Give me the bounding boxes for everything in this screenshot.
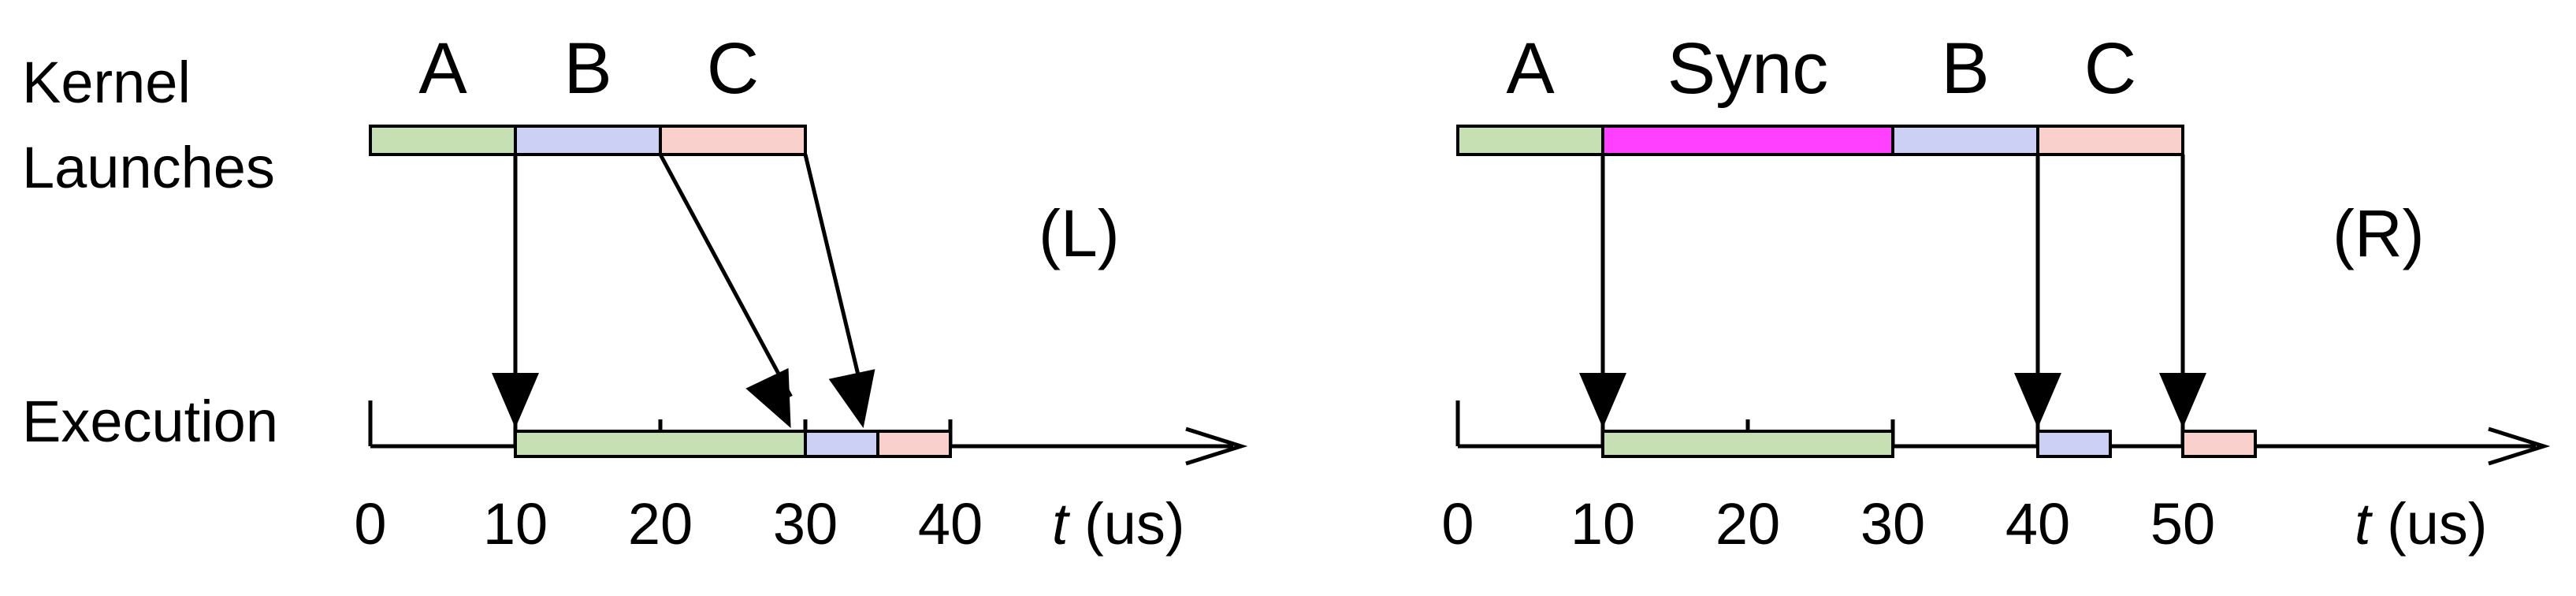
- launch-label-a: A: [418, 28, 467, 109]
- tick-label: 40: [2005, 491, 2070, 557]
- launch-label-c: C: [2084, 28, 2136, 109]
- dispatch-arrowhead: [1579, 373, 1626, 428]
- tick-label: 50: [2150, 491, 2215, 557]
- tick-label: 10: [483, 491, 548, 557]
- launch-segment-c: [659, 125, 807, 156]
- launch-label-b: B: [1941, 28, 1989, 109]
- tick-label: 10: [1571, 491, 1635, 557]
- tick-label: 20: [1715, 491, 1780, 557]
- axis-label-t: t: [1052, 491, 1071, 557]
- dispatch-arrowhead: [492, 373, 539, 428]
- row-label-execution: Execution: [22, 389, 278, 454]
- axis-arrowhead: [1185, 427, 1248, 466]
- dispatch-arrow: [803, 154, 866, 397]
- panel-right: 0 10 20 30 40 50 t (us) A Sync B C (R): [1441, 28, 2551, 557]
- execution-segment-b: [2036, 430, 2112, 458]
- dispatch-arrow: [658, 153, 793, 398]
- axis-label: t (us): [1052, 491, 1185, 557]
- launch-segment-sync: [1601, 125, 1894, 156]
- axis-label: t (us): [2355, 491, 2488, 557]
- launch-label-a: A: [1506, 28, 1555, 109]
- panel-left: 0 10 20 30 40 t (us) A B C (L): [354, 28, 1248, 557]
- panel-tag: (R): [2333, 196, 2425, 270]
- tick-label: 40: [918, 491, 983, 557]
- axis-arrowhead: [2488, 427, 2551, 466]
- dispatch-arrowhead: [745, 367, 791, 428]
- tick-label: 20: [628, 491, 693, 557]
- launch-label-sync: Sync: [1667, 28, 1829, 109]
- tick-label: 0: [1441, 491, 1474, 557]
- launch-segment-b: [1891, 125, 2039, 156]
- execution-segment-a: [1601, 430, 1894, 458]
- dispatch-arrowhead: [828, 369, 875, 428]
- row-label-launches: Launches: [22, 135, 275, 200]
- launch-segment-c: [2036, 125, 2184, 156]
- axis-label-unit: (us): [1069, 491, 1185, 557]
- row-label-kernel: Kernel: [22, 50, 191, 115]
- launch-segment-b: [514, 125, 662, 156]
- tick-label: 30: [773, 491, 838, 557]
- panel-tag: (L): [1039, 196, 1120, 270]
- launch-segment-a: [369, 125, 517, 156]
- tick-label: 30: [1860, 491, 1925, 557]
- launch-segment-a: [1456, 125, 1604, 156]
- execution-segment-c: [876, 430, 952, 458]
- axis-label-t: t: [2355, 491, 2373, 557]
- dispatch-arrowhead: [2014, 373, 2061, 428]
- execution-segment-b: [804, 430, 879, 458]
- execution-segment-c: [2181, 430, 2257, 458]
- launch-label-b: B: [563, 28, 611, 109]
- execution-segment-a: [514, 430, 807, 458]
- launch-label-c: C: [707, 28, 759, 109]
- axis-label-unit: (us): [2371, 491, 2488, 557]
- tick-label: 0: [354, 491, 386, 557]
- dispatch-arrowhead: [2159, 373, 2206, 428]
